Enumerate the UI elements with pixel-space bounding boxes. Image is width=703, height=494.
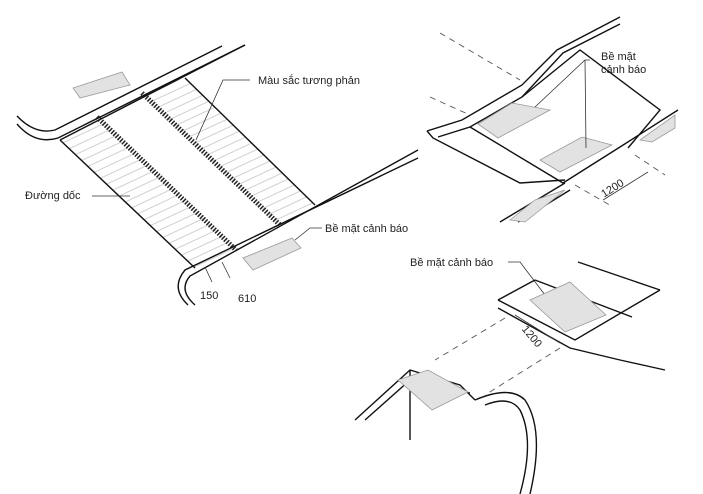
warning-surface-1 (477, 102, 552, 139)
dimension-1200-top: 1200 (599, 177, 626, 200)
warning-surface-bottom (242, 237, 302, 271)
ramp-surface-right (140, 78, 315, 225)
dimension-150: 150 (200, 290, 218, 302)
left-figure: Màu sắc tương phản Đường dốc Bề mặt cảnh… (16, 44, 419, 306)
top-right-figure: Bề mặt cảnh báo 1200 (426, 16, 679, 223)
bottom-curb (184, 149, 419, 306)
bottom-right-figure: Bề mặt cảnh báo 1200 (354, 257, 666, 494)
dimension-arrow (602, 171, 649, 201)
label-warning-surface: Bề mặt cảnh báo (325, 223, 408, 235)
warning-surface-lower (397, 369, 469, 411)
ramp-surface-left (60, 117, 237, 268)
contrast-strip-2 (140, 91, 282, 227)
warning-surface-2 (539, 136, 614, 173)
label-warning-surface-bottom: Bề mặt cảnh báo (410, 257, 493, 269)
label-warning-line2: cảnh báo (601, 64, 646, 76)
contrast-strip-1 (95, 115, 238, 252)
warning-surface-upper (529, 281, 607, 333)
top-curb (16, 45, 223, 132)
warning-surface-top (72, 71, 131, 99)
dimension-1200-bottom: 1200 (519, 323, 544, 349)
label-ramp: Đường dốc (25, 190, 81, 202)
dimension-610: 610 (238, 293, 256, 305)
label-contrast-color: Màu sắc tương phản (258, 74, 360, 87)
label-warning-line1: Bề mặt (601, 51, 636, 63)
